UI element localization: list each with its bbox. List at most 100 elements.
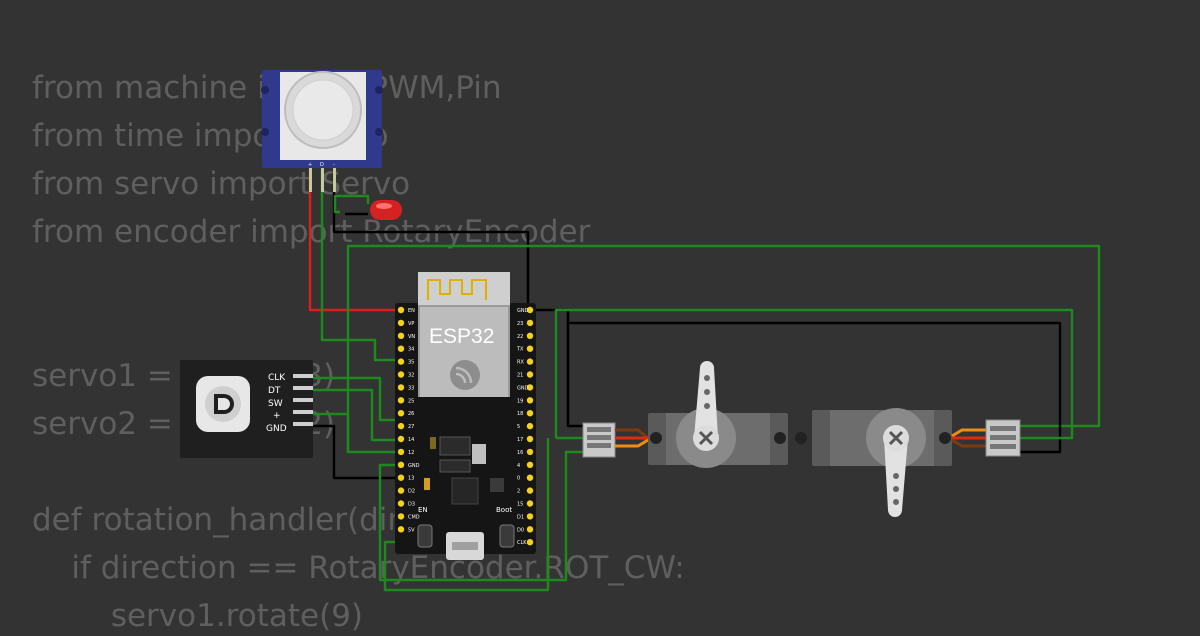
encoder-pin-vcc-label: + (273, 411, 281, 421)
esp32-pin-label: 33 (408, 385, 414, 391)
esp32-pin[interactable] (526, 358, 534, 365)
esp32-pin-label: 14 (408, 437, 414, 443)
wire-encoder-clk[interactable] (312, 376, 400, 422)
esp32-pin[interactable] (526, 422, 534, 430)
esp32-pin[interactable] (526, 306, 534, 314)
esp32-pin-label: 17 (517, 437, 523, 443)
esp32-pin[interactable] (526, 487, 534, 494)
esp32-pin-label: 21 (517, 373, 523, 379)
esp32-pin-label: 2 (517, 489, 520, 495)
esp32-pin-label: VP (408, 321, 414, 327)
esp32-pin[interactable] (526, 513, 534, 520)
esp32-pin-label: CMD (408, 514, 420, 520)
esp32-pin[interactable] (526, 461, 534, 468)
esp32-pin-label: 32 (408, 373, 414, 379)
esp32-pin-label: 16 (517, 450, 523, 456)
pir-pin-vcc-label: + (308, 162, 312, 168)
esp32-pin[interactable] (397, 422, 405, 430)
esp32-pin[interactable] (526, 448, 534, 456)
esp32-pin-label: 34 (408, 347, 414, 353)
esp32-pin-label: CLK (517, 540, 527, 546)
code-line: servo1.rotate(9) (32, 598, 364, 634)
esp32-pin[interactable] (397, 358, 405, 365)
esp32-pin-label: 27 (408, 424, 414, 430)
esp32-pin[interactable] (397, 526, 405, 533)
esp32-pin[interactable] (397, 500, 405, 507)
servo-left[interactable] (582, 361, 788, 468)
esp32-pin-label: 26 (408, 411, 414, 417)
wire-servo-left-signal[interactable] (378, 450, 588, 582)
servo-right[interactable] (795, 408, 1021, 517)
esp32-pin[interactable] (526, 539, 534, 546)
esp32-pin[interactable] (526, 371, 534, 378)
esp32-pin-label: GND (517, 385, 529, 391)
esp32-pin-label: 22 (517, 334, 523, 340)
esp32-pin[interactable] (526, 397, 534, 404)
encoder-pin-clk-label: CLK (268, 373, 286, 383)
wire-encoder-dt[interactable] (312, 388, 400, 442)
en-button-label: EN (418, 506, 428, 514)
esp32-pin-label: 4 (517, 463, 520, 469)
esp32-pin-label: 12 (408, 450, 414, 456)
wire-servo-ground-right[interactable] (568, 321, 1062, 454)
esp32-pin[interactable] (526, 319, 534, 327)
en-button[interactable] (417, 524, 433, 548)
esp32-pin-label: 18 (517, 411, 523, 417)
pir-sensor[interactable]: + D - (261, 70, 383, 192)
esp32-pin[interactable] (526, 500, 534, 507)
esp32-pin[interactable] (526, 384, 534, 391)
esp32-pin[interactable] (397, 306, 405, 314)
esp32-pin-label: 35 (408, 360, 414, 366)
code-line: from encoder import RotaryEncoder (32, 214, 591, 250)
esp32-pin-label: EN (408, 308, 415, 314)
esp32-pin[interactable] (526, 435, 534, 443)
wire-servo-ground[interactable] (528, 308, 588, 428)
wire-5v[interactable] (383, 438, 550, 592)
esp32-pin[interactable] (397, 474, 405, 481)
wire-pir-power[interactable] (308, 170, 400, 312)
esp32-pin[interactable] (526, 474, 534, 481)
esp32-pin[interactable] (397, 319, 405, 327)
encoder-pin-sw-label: SW (268, 399, 283, 409)
esp32-pin-label: D1 (517, 514, 524, 520)
wire-servo-power[interactable] (554, 308, 1074, 440)
esp32-pin[interactable] (526, 526, 534, 533)
esp32-pin[interactable] (526, 410, 534, 417)
esp32-pin[interactable] (397, 371, 405, 378)
esp32-pin[interactable] (397, 461, 405, 468)
esp32-pin[interactable] (397, 513, 405, 520)
esp32-pin[interactable] (397, 397, 405, 404)
boot-button[interactable] (499, 524, 515, 548)
esp32-board[interactable]: ESP32 EN Boot ENVPVN343532332526271412GN… (395, 272, 536, 560)
rotary-encoder[interactable]: CLK DT SW + GND (180, 360, 313, 458)
esp32-pin-label: D2 (408, 489, 415, 495)
esp32-pin-label: 23 (517, 321, 523, 327)
esp32-pin[interactable] (397, 345, 405, 352)
esp32-pin-label: RX (517, 360, 524, 366)
wire-pir-signal[interactable] (320, 170, 400, 362)
encoder-pin-gnd-label: GND (266, 424, 287, 434)
esp32-pin[interactable] (526, 332, 534, 339)
esp32-pin[interactable] (397, 487, 405, 494)
esp32-pin-label: D3 (408, 502, 415, 508)
esp32-pin-label: 25 (408, 398, 414, 404)
esp32-pin[interactable] (397, 410, 405, 417)
led-red[interactable] (370, 200, 402, 220)
esp32-pin-label: 13 (408, 476, 414, 482)
esp32-pin-label: 5 (517, 424, 520, 430)
esp32-pin[interactable] (397, 384, 405, 391)
esp32-pin[interactable] (397, 332, 405, 339)
esp32-pin[interactable] (397, 448, 405, 456)
esp32-pin[interactable] (526, 345, 534, 352)
esp32-pin-label: GND (408, 463, 420, 469)
esp32-pin-label: GND (517, 308, 529, 314)
esp32-pin[interactable] (397, 435, 405, 443)
code-line: from servo import Servo (32, 166, 411, 202)
wire-led-signal[interactable] (333, 194, 370, 214)
wires (308, 170, 1101, 592)
esp32-pin-label: 5V (408, 527, 415, 533)
esp32-pin-label: 15 (517, 502, 523, 508)
wire-encoder-gnd[interactable] (312, 424, 400, 480)
